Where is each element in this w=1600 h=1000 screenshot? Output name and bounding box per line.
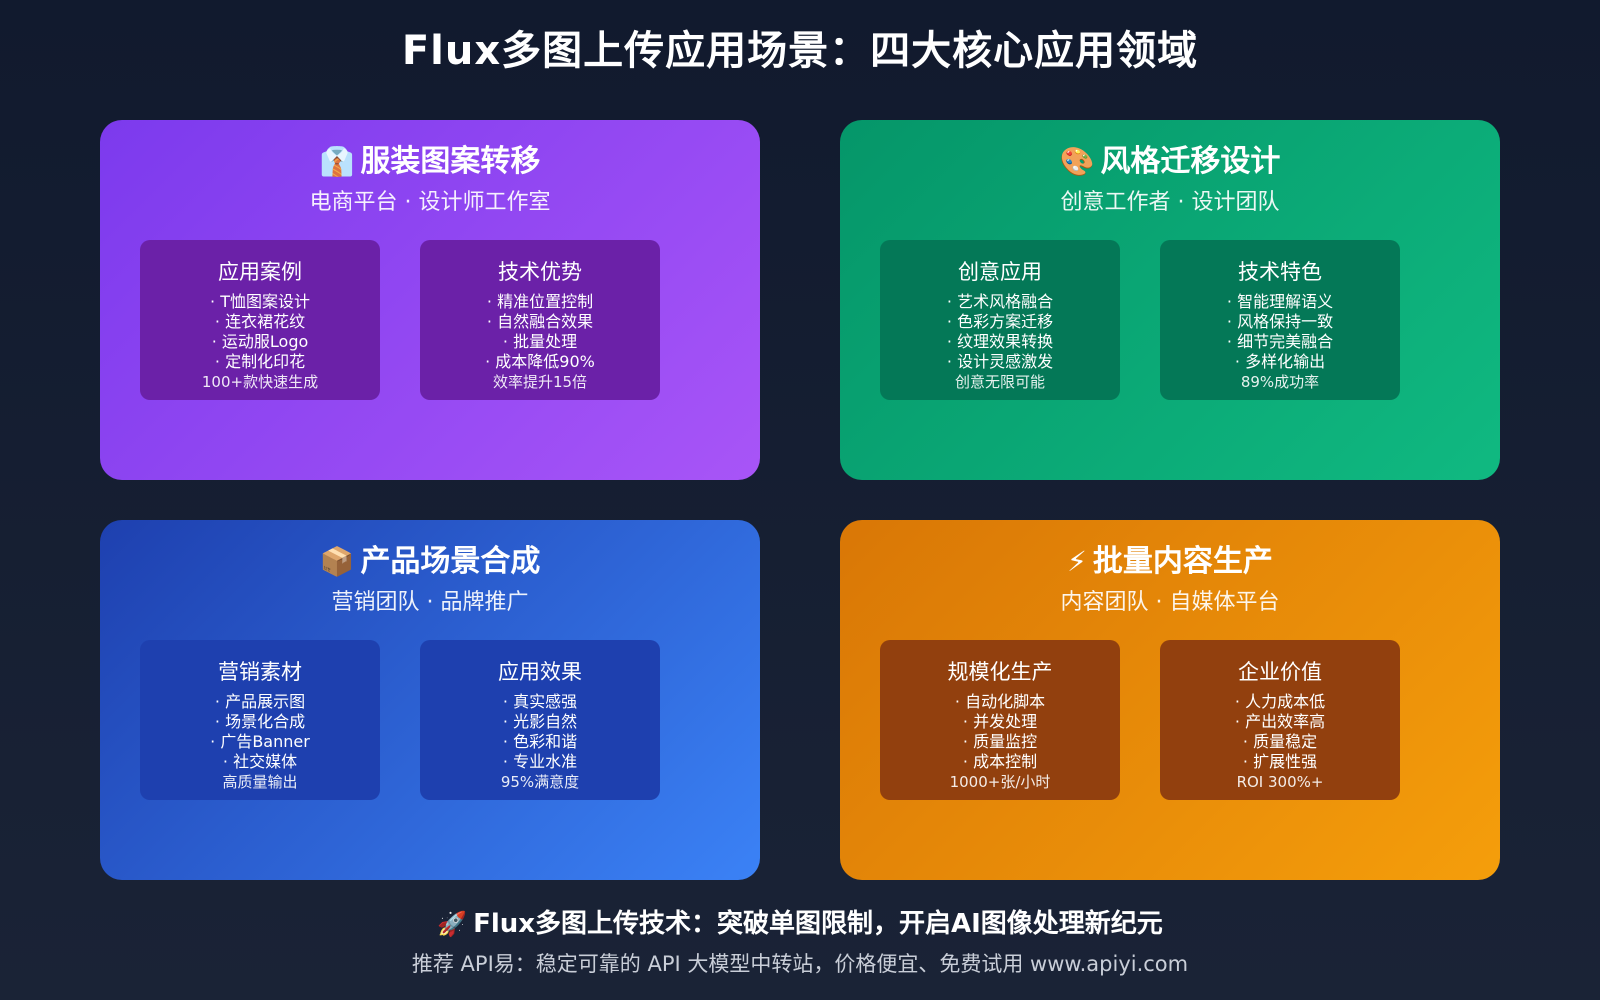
list-item: 质量监控 (880, 732, 1120, 752)
package-icon: 📦 (319, 545, 355, 578)
palette-icon: 🎨 (1059, 145, 1095, 178)
list-item: 社交媒体 (140, 752, 380, 772)
list-item: 场景化合成 (140, 712, 380, 732)
box-footer: 95%满意度 (500, 773, 580, 791)
card-heading: 📦产品场景合成 (100, 536, 760, 580)
list-item: 精准位置控制 (420, 292, 660, 312)
card-heading: ⚡批量内容生产 (840, 536, 1500, 580)
info-box-marketing-materials: 营销素材 产品展示图 场景化合成 广告Banner 社交媒体 高质量输出 (140, 640, 380, 800)
footer-tagline-text: Flux多图上传技术：突破单图限制，开启AI图像处理新纪元 (473, 909, 1163, 939)
box-title: 创意应用 (958, 260, 1042, 284)
footer-tagline: 🚀Flux多图上传技术：突破单图限制，开启AI图像处理新纪元 (0, 903, 1600, 940)
list-item: 定制化印花 (140, 352, 380, 372)
box-title: 企业价值 (1238, 660, 1322, 684)
box-footer: 高质量输出 (222, 773, 298, 791)
list-item: 成本降低90% (420, 352, 660, 372)
box-footer: 效率提升15倍 (492, 373, 588, 391)
lightning-icon: ⚡ (1067, 545, 1087, 578)
card-heading-text: 服装图案转移 (360, 144, 541, 179)
info-box-use-cases: 应用案例 T恤图案设计 连衣裙花纹 运动服Logo 定制化印花 100+款快速生… (140, 240, 380, 400)
list-item: 光影自然 (420, 712, 660, 732)
list-item: 艺术风格融合 (880, 292, 1120, 312)
page-title: Flux多图上传应用场景：四大核心应用领域 (401, 28, 1199, 74)
card-heading-text: 批量内容生产 (1092, 544, 1273, 579)
info-box-creative-applications: 创意应用 艺术风格融合 色彩方案迁移 纹理效果转换 设计灵感激发 创意无限可能 (880, 240, 1120, 400)
list-item: 色彩和谐 (420, 732, 660, 752)
list-item: 纹理效果转换 (880, 332, 1120, 352)
list-item: 设计灵感激发 (880, 352, 1120, 372)
card-subtitle: 创意工作者 · 设计团队 (1060, 190, 1280, 215)
list-item: 扩展性强 (1160, 752, 1400, 772)
card-batch-content-production: ⚡批量内容生产 内容团队 · 自媒体平台 规模化生产 自动化脚本 并发处理 质量… (840, 520, 1500, 880)
shirt-tie-icon: 👔 (319, 145, 355, 178)
list-item: 真实感强 (420, 692, 660, 712)
list-item: T恤图案设计 (140, 292, 380, 312)
box-footer: ROI 300%+ (1236, 773, 1324, 791)
list-item: 风格保持一致 (1160, 312, 1400, 332)
list-item: 成本控制 (880, 752, 1120, 772)
box-title: 应用效果 (498, 660, 582, 684)
box-title: 应用案例 (218, 260, 302, 284)
list-item: 产品展示图 (140, 692, 380, 712)
list-item: 专业水准 (420, 752, 660, 772)
box-title: 规模化生产 (947, 660, 1053, 684)
card-subtitle: 营销团队 · 品牌推广 (331, 590, 529, 615)
list-item: 并发处理 (880, 712, 1120, 732)
list-item: 自动化脚本 (880, 692, 1120, 712)
info-box-application-effects: 应用效果 真实感强 光影自然 色彩和谐 专业水准 95%满意度 (420, 640, 660, 800)
info-box-scaled-production: 规模化生产 自动化脚本 并发处理 质量监控 成本控制 1000+张/小时 (880, 640, 1120, 800)
list-item: 批量处理 (420, 332, 660, 352)
info-box-tech-advantages: 技术优势 精准位置控制 自然融合效果 批量处理 成本降低90% 效率提升15倍 (420, 240, 660, 400)
footer-recommendation: 推荐 API易：稳定可靠的 API 大模型中转站，价格便宜、免费试用 www.a… (411, 952, 1189, 976)
box-title: 营销素材 (218, 660, 302, 684)
box-title: 技术优势 (498, 260, 582, 284)
list-item: 产出效率高 (1160, 712, 1400, 732)
box-footer: 1000+张/小时 (949, 773, 1051, 791)
list-item: 人力成本低 (1160, 692, 1400, 712)
list-item: 广告Banner (140, 732, 380, 752)
card-subtitle: 内容团队 · 自媒体平台 (1060, 590, 1280, 615)
box-footer: 89%成功率 (1240, 373, 1320, 391)
card-heading: 👔服装图案转移 (100, 136, 760, 180)
card-heading-text: 风格迁移设计 (1100, 144, 1281, 179)
info-box-enterprise-value: 企业价值 人力成本低 产出效率高 质量稳定 扩展性强 ROI 300%+ (1160, 640, 1400, 800)
list-item: 色彩方案迁移 (880, 312, 1120, 332)
box-title: 技术特色 (1238, 260, 1322, 284)
card-product-scene-compositing: 📦产品场景合成 营销团队 · 品牌推广 营销素材 产品展示图 场景化合成 广告B… (100, 520, 760, 880)
info-box-tech-features: 技术特色 智能理解语义 风格保持一致 细节完美融合 多样化输出 89%成功率 (1160, 240, 1400, 400)
card-heading-text: 产品场景合成 (360, 544, 541, 579)
card-style-transfer-design: 🎨风格迁移设计 创意工作者 · 设计团队 创意应用 艺术风格融合 色彩方案迁移 … (840, 120, 1500, 480)
list-item: 质量稳定 (1160, 732, 1400, 752)
card-clothing-pattern-transfer: 👔服装图案转移 电商平台 · 设计师工作室 应用案例 T恤图案设计 连衣裙花纹 … (100, 120, 760, 480)
box-footer: 100+款快速生成 (201, 373, 319, 391)
list-item: 细节完美融合 (1160, 332, 1400, 352)
list-item: 运动服Logo (140, 332, 380, 352)
list-item: 多样化输出 (1160, 352, 1400, 372)
box-footer: 创意无限可能 (954, 373, 1045, 391)
card-subtitle: 电商平台 · 设计师工作室 (309, 190, 551, 215)
list-item: 连衣裙花纹 (140, 312, 380, 332)
rocket-icon: 🚀 (437, 910, 468, 938)
card-heading: 🎨风格迁移设计 (840, 136, 1500, 180)
list-item: 自然融合效果 (420, 312, 660, 332)
list-item: 智能理解语义 (1160, 292, 1400, 312)
